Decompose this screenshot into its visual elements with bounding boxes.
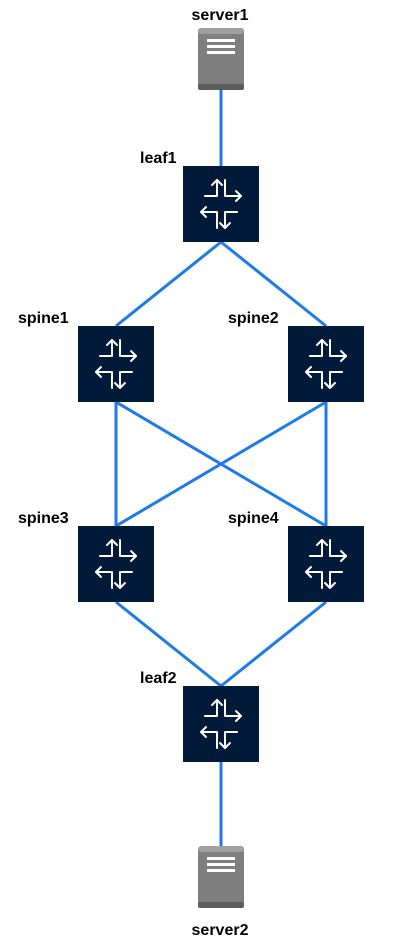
link-spine4-leaf2 — [220, 600, 327, 688]
leaf1-node[interactable] — [182, 165, 260, 243]
leaf2-node[interactable] — [182, 685, 260, 763]
nodes-layer: server1 leaf1 spine1 spine2 spine3 — [18, 7, 365, 939]
spine2-label: spine2 — [228, 310, 279, 327]
link-leaf1-spine2 — [220, 240, 327, 328]
spine2-node[interactable] — [287, 325, 365, 403]
leaf2-label: leaf2 — [140, 670, 177, 687]
link-leaf1-spine1 — [115, 240, 222, 328]
spine4-node[interactable] — [287, 525, 365, 603]
server1-node[interactable] — [198, 28, 244, 90]
spine4-label: spine4 — [228, 510, 279, 527]
link-spine2-spine3 — [115, 400, 327, 528]
router-arrows-icon — [287, 325, 365, 403]
spine1-node[interactable] — [77, 325, 155, 403]
leaf1-label: leaf1 — [140, 150, 177, 167]
router-arrows-icon — [182, 165, 260, 243]
spine3-label: spine3 — [18, 510, 69, 527]
link-spine3-leaf2 — [115, 600, 222, 688]
server2-label: server2 — [192, 922, 249, 939]
router-arrows-icon — [182, 685, 260, 763]
server1-label: server1 — [192, 7, 249, 24]
spine3-node[interactable] — [77, 525, 155, 603]
links-layer — [114, 90, 328, 846]
server-icon — [198, 846, 244, 908]
spine1-label: spine1 — [18, 310, 69, 327]
router-arrows-icon — [77, 525, 155, 603]
server2-node[interactable] — [198, 846, 244, 908]
router-arrows-icon — [77, 325, 155, 403]
server-icon — [198, 28, 244, 90]
router-arrows-icon — [287, 525, 365, 603]
